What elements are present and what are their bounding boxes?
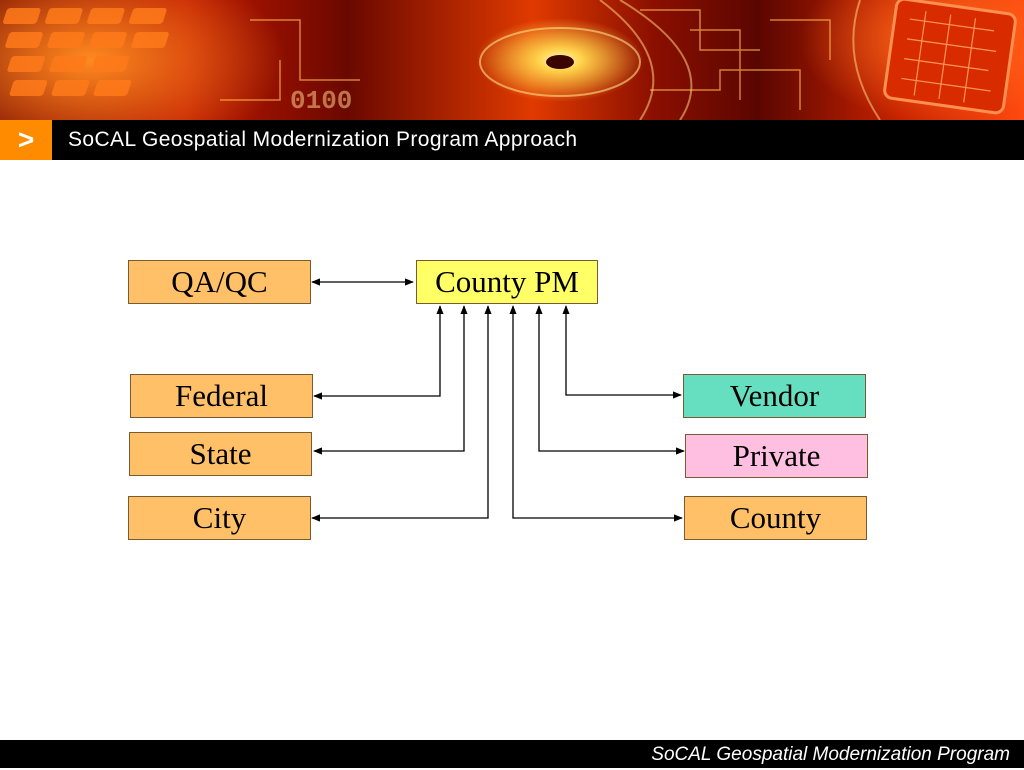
banner-image: 0100: [0, 0, 1024, 120]
arrow-vendor: [562, 305, 682, 399]
svg-text:0100: 0100: [290, 86, 352, 116]
qa-qc-box: QA/QC: [128, 260, 311, 304]
footer-bar: SoCAL Geospatial Modernization Program: [0, 740, 1024, 768]
county-box: County: [684, 496, 867, 540]
city-box: City: [128, 496, 311, 540]
county-pm-box: County PM: [416, 260, 598, 304]
title-bar: > SoCAL Geospatial Modernization Program…: [0, 120, 1024, 160]
state-box: State: [129, 432, 312, 476]
arrow-federal: [313, 305, 444, 400]
circuit-banner-graphic: 0100: [3, 0, 1017, 120]
private-box: Private: [685, 434, 868, 478]
vendor-box: Vendor: [683, 374, 866, 418]
arrow-city: [311, 305, 492, 522]
chevron-right-icon: >: [0, 120, 52, 160]
footer-text: SoCAL Geospatial Modernization Program: [651, 744, 1010, 765]
arrow-private: [535, 305, 685, 455]
arrow-state: [313, 305, 468, 455]
page-title: SoCAL Geospatial Modernization Program A…: [68, 128, 578, 151]
federal-box: Federal: [130, 374, 313, 418]
arrow-county: [509, 305, 683, 522]
